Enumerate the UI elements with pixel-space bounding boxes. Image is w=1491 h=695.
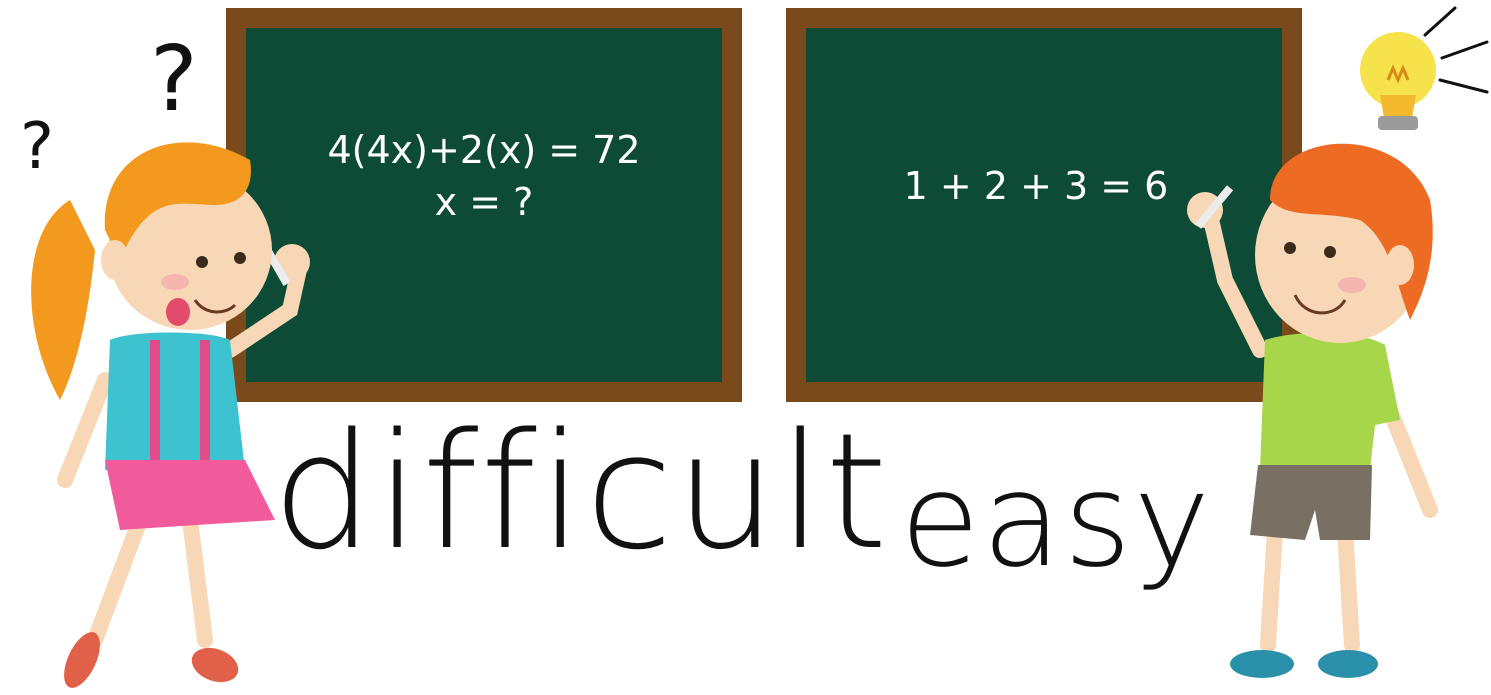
left-board-line-1: 4(4x)+2(x) = 72: [327, 128, 641, 172]
left-board-line-2: x = ?: [434, 180, 534, 224]
boy-figure: [1187, 6, 1489, 678]
question-mark-large: ?: [150, 27, 198, 132]
chalkboard-left: [226, 8, 742, 402]
question-mark-small: ?: [20, 110, 54, 184]
right-board-line-1: 1 + 2 + 3 = 6: [903, 164, 1169, 208]
girl-figure: ? ?: [20, 27, 310, 688]
lightbulb-icon: [1360, 6, 1489, 130]
right-board-equation: 1 + 2 + 3 = 6: [806, 160, 1266, 212]
word-easy: easy: [900, 444, 1213, 596]
left-board-equation: 4(4x)+2(x) = 72 x = ?: [246, 124, 722, 228]
word-difficult: difficult: [272, 398, 890, 585]
